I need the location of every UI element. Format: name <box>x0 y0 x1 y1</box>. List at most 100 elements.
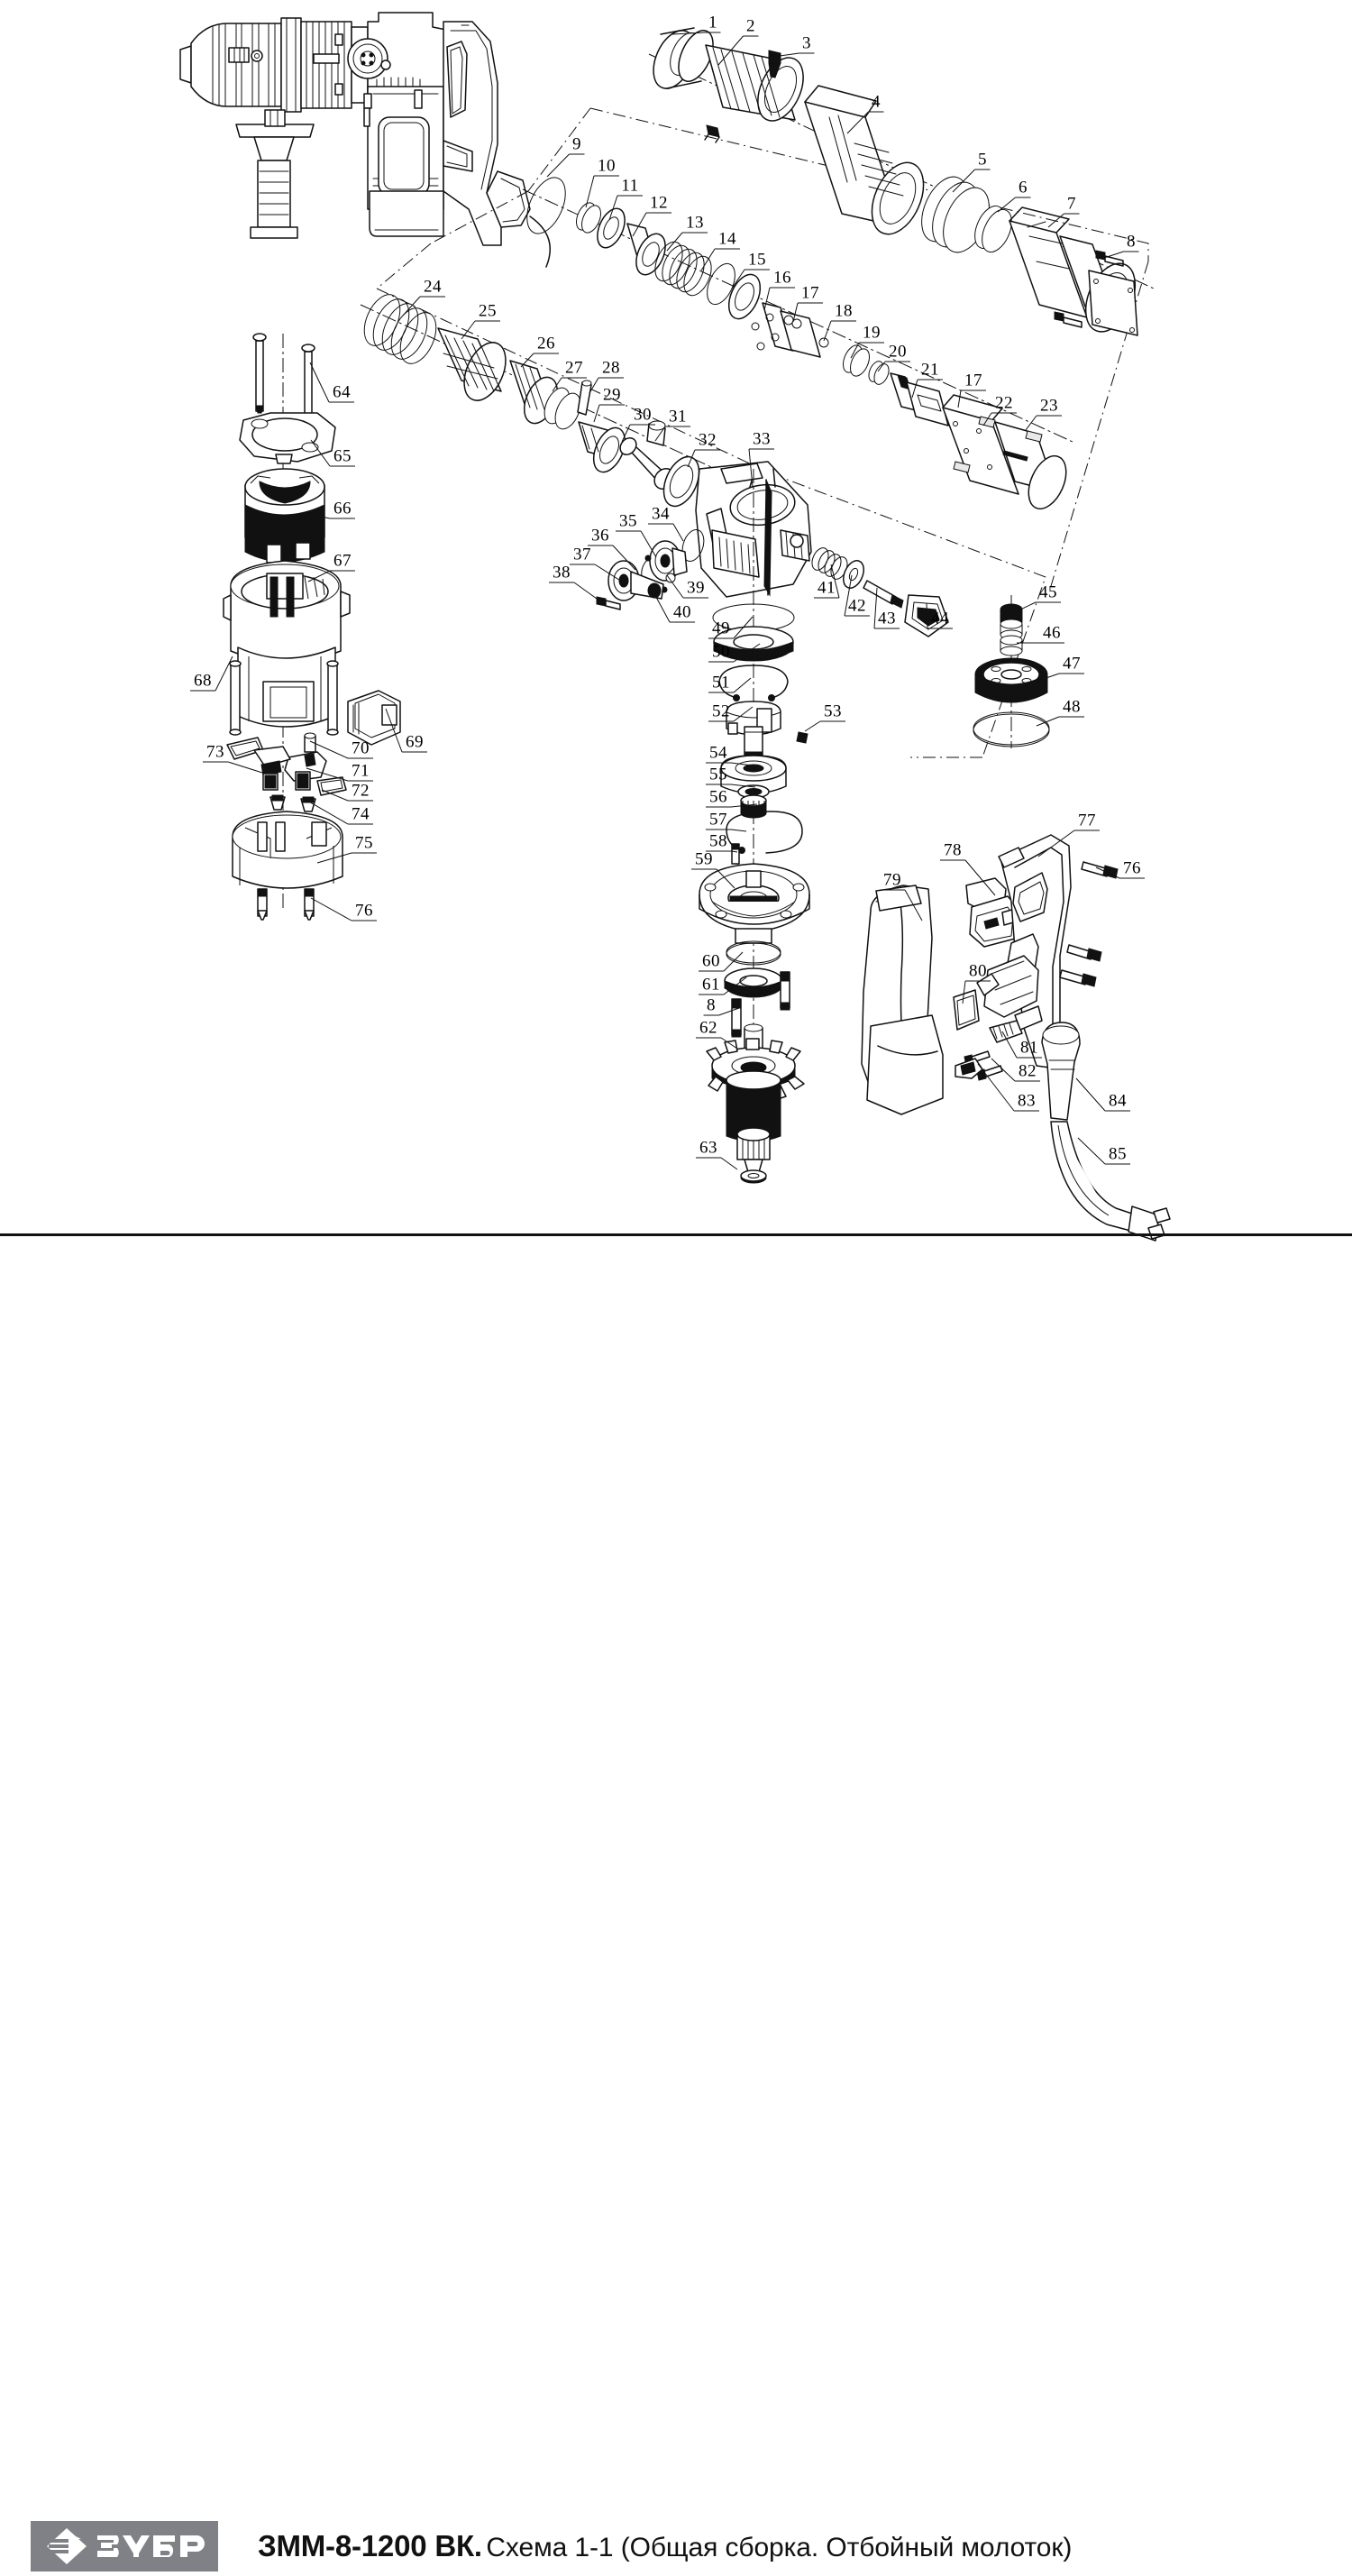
callout-leader <box>696 1157 738 1170</box>
callout-leader <box>850 342 884 359</box>
callout-leader <box>877 361 910 372</box>
callout-leader <box>708 677 752 693</box>
callout-number: 8 <box>1127 232 1136 252</box>
callout-number: 43 <box>878 609 896 628</box>
callout-leader <box>588 545 636 571</box>
callout-leader <box>621 424 655 443</box>
callout-leader <box>792 302 823 323</box>
callout-leader <box>699 951 744 972</box>
callout-leader <box>307 570 355 582</box>
group-stator-piston <box>360 294 812 1181</box>
callout-leader <box>952 169 991 193</box>
callout-leader <box>306 767 373 782</box>
callout-leader <box>962 980 991 1004</box>
callout-leader <box>772 52 815 58</box>
callout-leader <box>706 784 756 788</box>
callout-number: 77 <box>1078 811 1096 830</box>
callout-leader <box>1037 673 1084 682</box>
callout-number: 25 <box>479 301 497 321</box>
callout-number: 31 <box>669 407 687 426</box>
group-motor-housing <box>223 333 401 921</box>
callout-number: 5 <box>978 150 987 170</box>
callout-leader <box>546 153 585 178</box>
callout-leader <box>552 377 587 392</box>
callout-leader <box>991 1058 1040 1082</box>
callout-number: 48 <box>1063 697 1081 717</box>
callout-leader <box>997 197 1031 213</box>
callout-number: 76 <box>355 901 373 921</box>
callout-number: 4 <box>872 92 881 112</box>
callout-leader <box>880 889 923 921</box>
callout-number: 42 <box>848 596 866 616</box>
callout-leader-lines <box>190 32 1145 1170</box>
callout-number: 23 <box>1040 396 1058 416</box>
callout-number: 61 <box>702 975 720 995</box>
callout-number: 71 <box>352 761 370 781</box>
callout-number: 32 <box>699 430 717 450</box>
group-fan-unit <box>973 595 1050 748</box>
callout-number: 75 <box>355 833 373 853</box>
callout-leader <box>570 564 623 582</box>
callout-leader <box>748 448 774 488</box>
callout-number: 78 <box>944 840 962 860</box>
callout-leader <box>699 976 747 995</box>
callout-leader <box>873 587 900 629</box>
sheet-title: ЗММ-8-1200 ВК. Схема 1-1 (Общая сборка. … <box>258 2523 1072 2570</box>
callout-number: 26 <box>537 334 555 353</box>
callout-leader <box>700 248 740 271</box>
callout-leader <box>844 574 870 617</box>
callout-number: 63 <box>699 1138 717 1158</box>
callout-leader <box>846 111 884 134</box>
callout-number: 51 <box>712 673 730 692</box>
sheet-subtitle: Схема 1-1 (Общая сборка. Отбойный молото… <box>486 2533 1073 2562</box>
callout-number: 60 <box>702 951 720 971</box>
callout-number: 80 <box>969 961 987 981</box>
callout-leader <box>666 232 708 252</box>
callout-number: 12 <box>650 193 668 213</box>
callout-leader <box>666 574 708 599</box>
callout-number: 66 <box>333 499 352 518</box>
callout-number: 52 <box>712 701 730 721</box>
callout-number: 58 <box>709 831 727 851</box>
callout-number: 36 <box>591 526 609 545</box>
callout-number: 83 <box>1018 1091 1036 1111</box>
group-piston-striker <box>522 177 1073 510</box>
callout-number: 55 <box>709 765 727 784</box>
callout-leader <box>957 390 986 408</box>
callout-leader <box>632 212 671 237</box>
callout-leader <box>687 449 720 468</box>
callout-leader <box>190 655 233 692</box>
callout-leader <box>1037 830 1100 857</box>
callout-leader <box>306 800 373 825</box>
callout-leader <box>648 523 684 542</box>
callout-leader <box>1016 601 1061 612</box>
callout-number: 33 <box>753 429 771 449</box>
callout-leader <box>310 897 377 921</box>
callout-leader <box>1001 1031 1042 1059</box>
hero-hammer <box>179 12 551 268</box>
callout-number: 59 <box>695 849 713 869</box>
callout-leader <box>321 789 373 802</box>
callout-leader <box>593 404 625 423</box>
callout-number: 65 <box>333 446 352 466</box>
callout-leader <box>402 296 445 316</box>
callout-leader <box>1075 1077 1130 1112</box>
group-handle <box>861 834 1171 1242</box>
callout-leader <box>708 616 754 639</box>
callout-number: 46 <box>1043 623 1061 643</box>
callout-number: 37 <box>573 545 591 564</box>
callout-number: 9 <box>572 134 581 154</box>
callout-leader <box>1077 1137 1130 1165</box>
callout-leader <box>706 850 738 853</box>
callout-leader <box>706 829 747 832</box>
callout-number: 57 <box>709 810 727 830</box>
callout-leader <box>1047 213 1080 228</box>
callout-leader <box>804 720 845 732</box>
callout-number: 76 <box>1123 858 1141 878</box>
callout-number: 30 <box>634 405 652 425</box>
group-rotor-column <box>699 603 810 1184</box>
callout-leader <box>1036 716 1084 727</box>
callout-number: 13 <box>686 213 704 233</box>
callout-number: 44 <box>931 609 949 628</box>
callout-number: 28 <box>602 358 620 378</box>
